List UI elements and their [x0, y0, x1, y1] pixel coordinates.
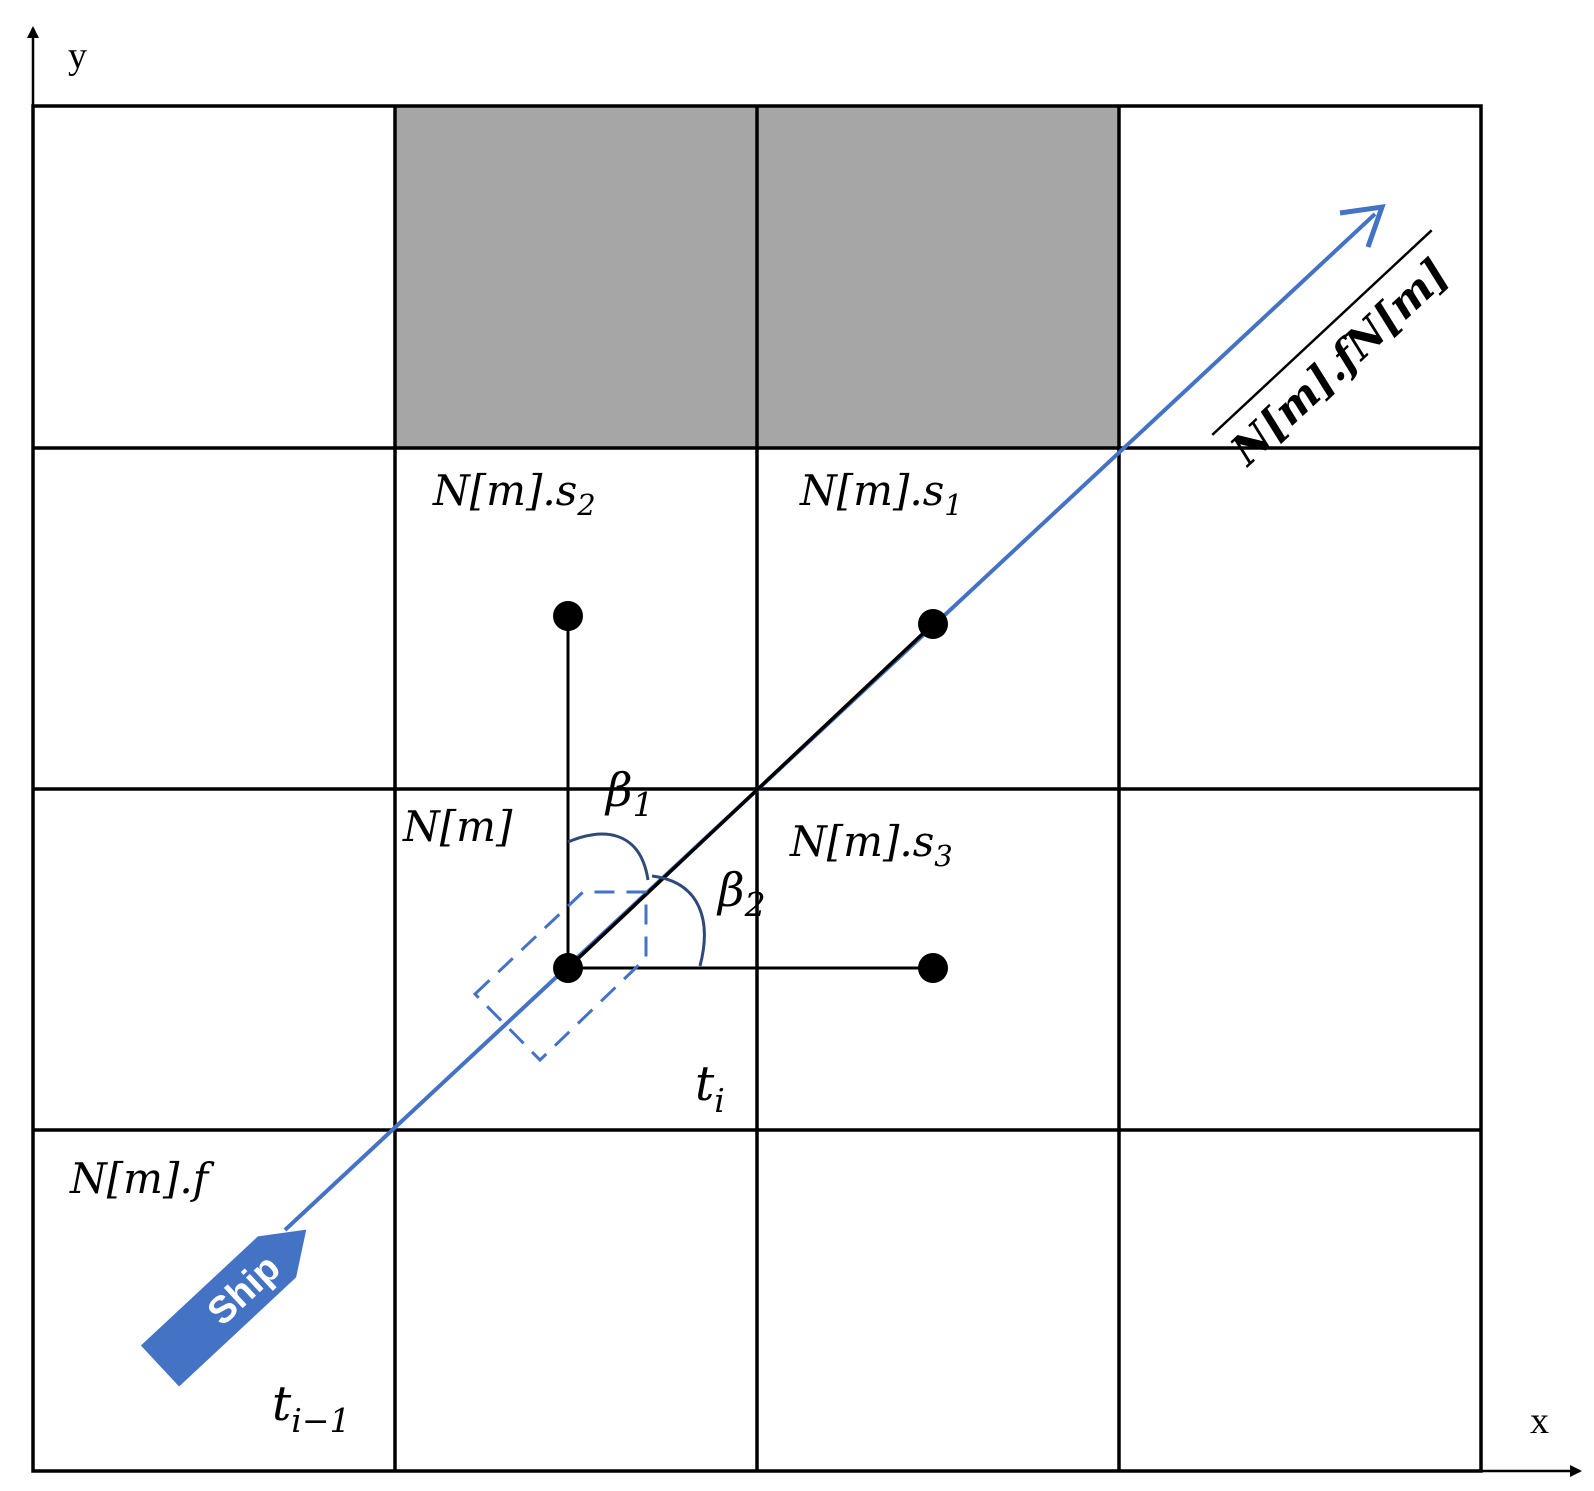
label-t-i: ti [695, 1056, 725, 1120]
node-s2 [553, 601, 583, 631]
grid-lines [31, 104, 1483, 1473]
vector-label-group: N[m].fN[m] [1211, 229, 1458, 476]
label-t-prev: ti−1 [272, 1376, 351, 1440]
vector-label: N[m].fN[m] [1220, 249, 1458, 476]
label-s1: N[m].s1 [799, 466, 963, 522]
ship-body [140, 1229, 307, 1387]
obstacle-cell-2 [757, 106, 1119, 448]
path-arrowhead [1339, 203, 1386, 248]
vector-overline [1211, 229, 1433, 436]
label-beta1: β1 [604, 763, 654, 824]
label-beta2: β2 [716, 863, 766, 924]
node-s3 [918, 953, 948, 983]
node-s1 [918, 609, 948, 639]
label-current-node: N[m] [402, 802, 513, 851]
beta2-arc [651, 874, 706, 967]
label-s2: N[m].s2 [432, 466, 596, 522]
obstacle-cell-1 [395, 106, 757, 448]
ship: Ship [140, 1229, 307, 1387]
x-axis-label: x [1530, 1400, 1549, 1442]
node-current [553, 953, 583, 983]
label-f: N[m].f [69, 1154, 215, 1203]
beta1-arc [567, 832, 650, 881]
segment-to-s1 [566, 622, 935, 970]
label-s3: N[m].s3 [789, 817, 953, 873]
y-axis-label: y [68, 35, 87, 77]
